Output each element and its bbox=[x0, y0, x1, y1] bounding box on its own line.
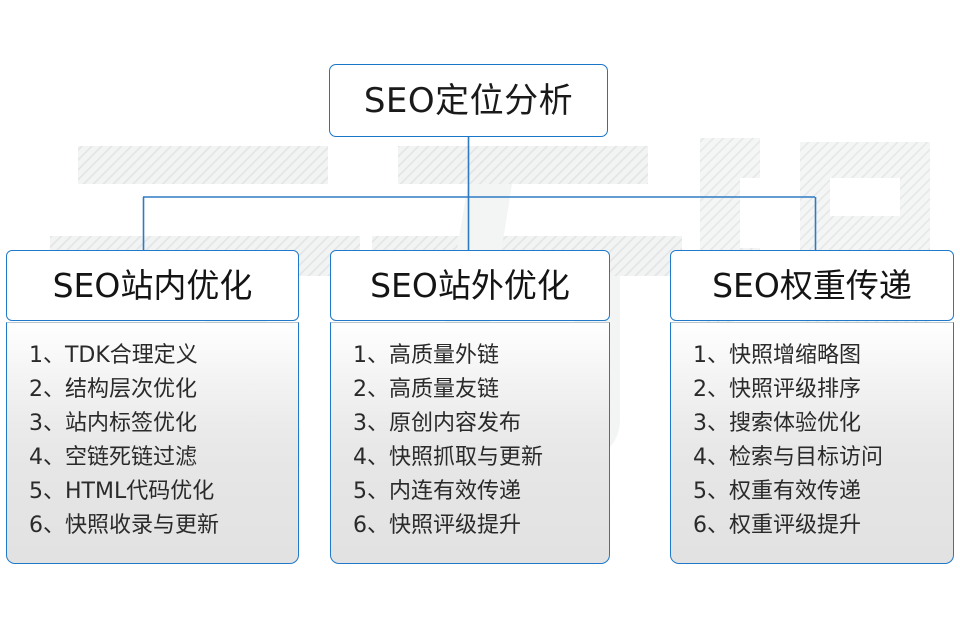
node-root[interactable]: SEO定位分析 bbox=[329, 64, 608, 137]
column-header-2[interactable]: SEO站外优化 bbox=[330, 250, 610, 321]
column-heading-text-1: SEO站内优化 bbox=[52, 266, 253, 305]
list-item: 3、原创内容发布 bbox=[353, 411, 521, 436]
list-item: 6、快照评级提升 bbox=[353, 513, 521, 538]
list-item: 4、空链死链过滤 bbox=[29, 445, 197, 470]
list-item: 1、快照增缩略图 bbox=[693, 343, 861, 368]
list-item: 4、快照抓取与更新 bbox=[353, 445, 543, 470]
list-item: 1、TDK合理定义 bbox=[29, 343, 198, 368]
column-heading-text-3: SEO权重传递 bbox=[712, 266, 912, 305]
list-item: 3、站内标签优化 bbox=[29, 411, 197, 436]
list-item: 3、搜索体验优化 bbox=[693, 411, 861, 436]
column-seo-onsite: SEO站内优化 1、TDK合理定义 2、结构层次优化 3、站内标签优化 4、空链… bbox=[6, 250, 299, 564]
column-seo-offsite: SEO站外优化 1、高质量外链 2、高质量友链 3、原创内容发布 4、快照抓取与… bbox=[330, 250, 610, 564]
column-heading-text-2: SEO站外优化 bbox=[370, 266, 570, 305]
root-title-text: SEO定位分析 bbox=[363, 80, 574, 121]
column-list-2: 1、高质量外链 2、高质量友链 3、原创内容发布 4、快照抓取与更新 5、内连有… bbox=[330, 322, 610, 564]
list-item: 5、内连有效传递 bbox=[353, 479, 521, 504]
column-seo-weight-transfer: SEO权重传递 1、快照增缩略图 2、快照评级排序 3、搜索体验优化 4、检索与… bbox=[670, 250, 954, 564]
list-item: 1、高质量外链 bbox=[353, 343, 499, 368]
list-item: 2、高质量友链 bbox=[353, 377, 499, 402]
column-list-1: 1、TDK合理定义 2、结构层次优化 3、站内标签优化 4、空链死链过滤 5、H… bbox=[6, 322, 299, 564]
list-item: 4、检索与目标访问 bbox=[693, 445, 883, 470]
list-item: 2、结构层次优化 bbox=[29, 377, 197, 402]
list-item: 6、权重评级提升 bbox=[693, 513, 861, 538]
list-item: 2、快照评级排序 bbox=[693, 377, 861, 402]
column-header-1[interactable]: SEO站内优化 bbox=[6, 250, 299, 321]
column-list-3: 1、快照增缩略图 2、快照评级排序 3、搜索体验优化 4、检索与目标访问 5、权… bbox=[670, 322, 954, 564]
column-header-3[interactable]: SEO权重传递 bbox=[670, 250, 954, 321]
list-item: 5、HTML代码优化 bbox=[29, 479, 215, 504]
list-item: 5、权重有效传递 bbox=[693, 479, 861, 504]
list-item: 6、快照收录与更新 bbox=[29, 513, 219, 538]
